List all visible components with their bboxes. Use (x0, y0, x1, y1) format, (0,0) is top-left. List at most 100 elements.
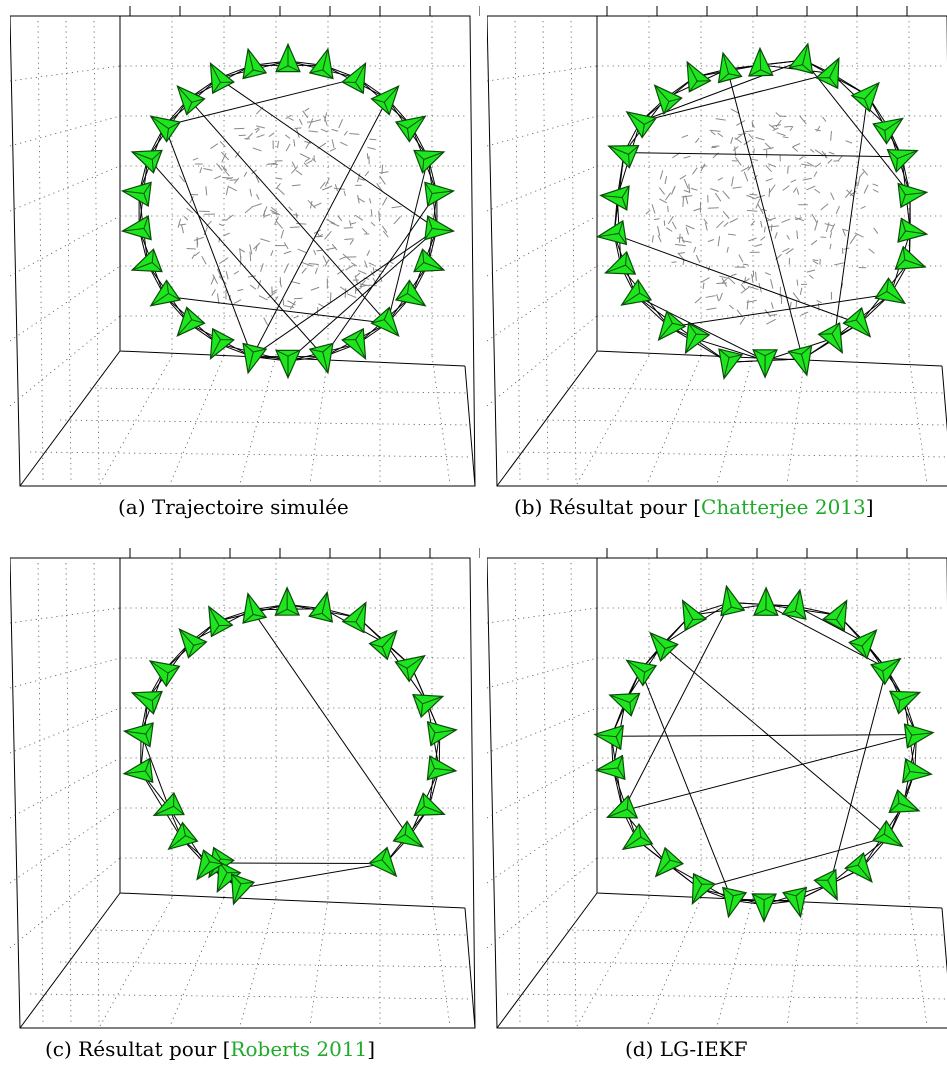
camera-face (901, 757, 933, 784)
noise-dash (284, 134, 291, 139)
camera-pose (621, 822, 654, 851)
camera-edge (875, 290, 888, 299)
grid-line (487, 757, 598, 819)
camera-edge (240, 881, 255, 885)
noise-dash (339, 141, 348, 147)
caption-c-citation[interactable]: Roberts 2011 (230, 1037, 368, 1061)
camera-pose (753, 586, 779, 616)
camera-edge (654, 84, 670, 102)
camera-face (782, 886, 808, 919)
noise-dash (294, 127, 302, 129)
camera-edge (151, 691, 163, 701)
camera-edge (621, 185, 630, 198)
camera-face (394, 279, 427, 307)
noise-dash (763, 147, 774, 151)
noise-dash (781, 218, 791, 223)
pose-edge (140, 733, 170, 809)
caption-b-citation[interactable]: Chatterjee 2013 (701, 495, 866, 519)
noise-dash (746, 299, 749, 310)
noise-dash (685, 195, 689, 205)
camera-pose (370, 85, 400, 116)
camera-edge (782, 892, 797, 897)
noise-dash (233, 299, 242, 304)
camera-edge (672, 322, 686, 327)
noise-dash (362, 228, 368, 234)
camera-pose (392, 820, 425, 848)
camera-edge (131, 262, 153, 271)
camera-face (149, 115, 182, 143)
camera-edge (309, 69, 323, 74)
noise-dash (727, 233, 736, 236)
noise-dash (381, 225, 388, 233)
camera-edge (422, 159, 425, 173)
camera-face (787, 344, 813, 377)
camera-edge (153, 805, 174, 816)
grid-line (487, 115, 598, 147)
camera-pose (413, 792, 446, 816)
noise-dash (293, 214, 299, 216)
camera-edge (615, 725, 624, 738)
noise-dash (799, 287, 803, 295)
camera-edge (150, 115, 169, 129)
noise-dash (753, 148, 755, 154)
noise-dash (368, 262, 375, 267)
grid-line (89, 929, 469, 936)
camera-edge (395, 293, 408, 301)
noise-dash (729, 218, 738, 223)
noise-dash (678, 233, 681, 243)
camera-pose (903, 723, 935, 749)
camera-edge (692, 618, 707, 620)
camera-edge (905, 230, 927, 235)
noise-dash (210, 143, 219, 149)
loop-closure-edge (251, 609, 410, 838)
camera-edge (231, 873, 242, 885)
grid-lines (487, 16, 947, 485)
grid-line (10, 65, 121, 82)
grid-lines (10, 558, 475, 1027)
camera-edge (275, 65, 289, 73)
camera-edge (233, 883, 242, 905)
noise-dash (787, 165, 789, 174)
noise-dash (717, 236, 721, 247)
grid-line (37, 562, 44, 1024)
grid-line (570, 562, 577, 1024)
noise-dash (234, 177, 240, 184)
camera-edge (872, 833, 885, 842)
camera-pose (625, 659, 658, 687)
camera-pose (167, 821, 199, 851)
camera-edge (151, 262, 163, 272)
camera-edge (722, 887, 734, 897)
camera-edge (618, 220, 624, 234)
camera-pose (813, 868, 838, 901)
camera-edge (870, 664, 883, 672)
camera-edge (247, 48, 254, 71)
noise-dash (782, 247, 790, 253)
grid-line (431, 897, 451, 1027)
camera-pose (596, 219, 628, 246)
noise-dash (219, 257, 229, 265)
camera-edge (718, 348, 730, 358)
camera-edge (131, 692, 153, 702)
noise-dash (271, 212, 281, 216)
noise-dash (659, 170, 664, 180)
grid-line (59, 961, 472, 968)
floor-edge (19, 892, 121, 1029)
loop-closure-edge (640, 59, 804, 123)
noise-dash (311, 119, 321, 123)
camera-edge (383, 85, 399, 103)
noise-dash (782, 136, 789, 139)
grid-line (65, 562, 72, 1024)
noise-dash (298, 118, 303, 125)
camera-pose (781, 588, 807, 620)
camera-pose (341, 61, 367, 95)
camera-edge (322, 351, 329, 374)
noise-dash (679, 174, 687, 180)
grid-line (10, 607, 121, 624)
noise-dash (868, 248, 875, 254)
noise-dash (743, 171, 749, 182)
grid-line (93, 20, 100, 482)
camera-edge (660, 648, 666, 662)
noise-dash (193, 236, 204, 241)
caption-c-text: Résultat pour (78, 1037, 217, 1061)
camera-edge (253, 348, 267, 353)
